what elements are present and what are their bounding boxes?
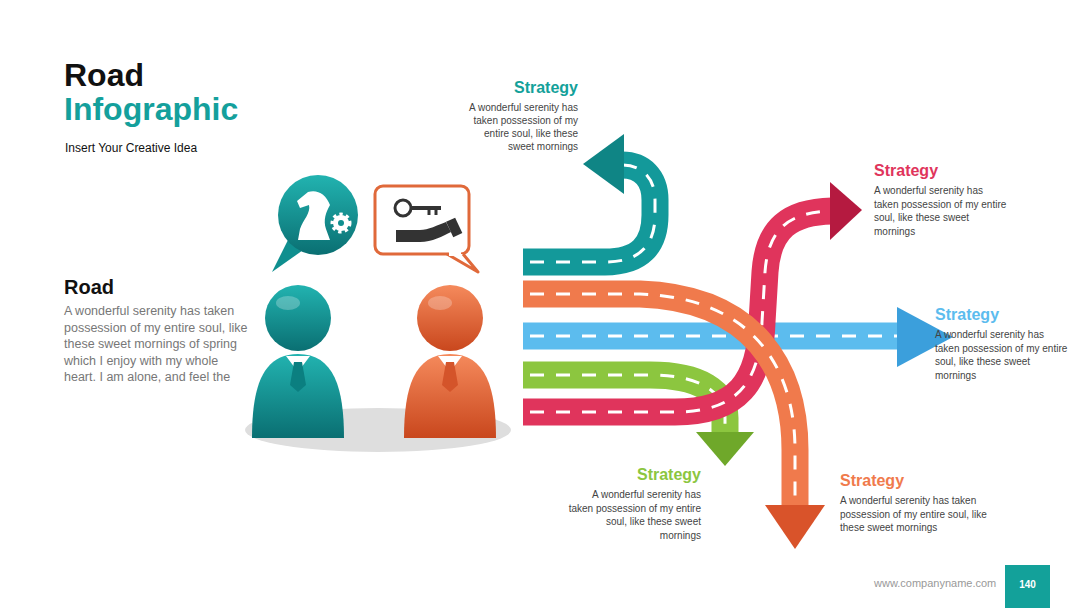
subtitle: Insert Your Creative Idea <box>65 141 197 155</box>
gear-hole <box>338 220 344 226</box>
speech-bubble <box>375 186 469 254</box>
road-arrowhead <box>765 505 825 549</box>
person-head <box>265 285 331 351</box>
person-head <box>417 285 483 351</box>
road-centerline <box>530 335 900 338</box>
head-gloss <box>428 296 452 310</box>
road-arrowhead <box>830 182 862 240</box>
key-icon <box>395 200 411 216</box>
block-heading: Strategy <box>462 78 578 97</box>
block-body: A wonderful serenity has taken possessio… <box>462 101 578 153</box>
gear-icon <box>333 215 349 231</box>
block-heading: Strategy <box>935 305 1070 324</box>
person-body <box>404 354 496 438</box>
road-arrowhead <box>583 134 624 194</box>
block-heading: Road <box>64 276 250 299</box>
road-centerline <box>530 294 795 508</box>
page-number: 140 <box>1005 579 1050 590</box>
head-gloss <box>276 296 300 310</box>
block-body: A wonderful serenity has taken possessio… <box>64 303 250 386</box>
strategy-block: Strategy A wonderful serenity has taken p… <box>462 78 578 153</box>
person-tie <box>290 362 306 392</box>
block-heading: Strategy <box>874 161 1009 180</box>
block-body: A wonderful serenity has taken possessio… <box>840 494 1000 535</box>
strategy-block: Strategy A wonderful serenity has taken p… <box>874 161 1009 238</box>
person-tie <box>442 362 458 392</box>
block-heading: Strategy <box>840 471 1000 490</box>
block-body: A wonderful serenity has taken possessio… <box>568 488 701 542</box>
bubble-tail <box>447 254 478 272</box>
road-band <box>523 165 655 262</box>
intro-block: Road A wonderful serenity has taken posse… <box>64 276 250 386</box>
road-band <box>523 323 900 350</box>
block-body: A wonderful serenity has taken possessio… <box>874 184 1009 238</box>
road-arrowhead <box>696 432 754 466</box>
footer-url: www.companyname.com <box>874 577 996 589</box>
block-body: A wonderful serenity has taken possessio… <box>935 328 1070 382</box>
block-heading: Strategy <box>568 465 701 484</box>
slide-title: Road Infographic <box>64 58 279 126</box>
key-tooth <box>428 208 431 215</box>
strategy-block: Strategy A wonderful serenity has taken p… <box>840 471 1000 535</box>
road-band <box>523 294 795 508</box>
key-tooth <box>435 208 438 215</box>
speech-bubble <box>278 175 358 255</box>
strategy-block: Strategy A wonderful serenity has taken p… <box>935 305 1070 382</box>
page-number-box <box>1005 565 1050 608</box>
chess-knight-icon <box>297 191 330 240</box>
strategy-block: Strategy A wonderful serenity has taken p… <box>568 465 701 542</box>
hand-icon <box>396 222 451 242</box>
person-body <box>252 354 344 438</box>
bubble-tail-join <box>449 252 461 256</box>
hand-cuff <box>446 218 462 238</box>
road-centerline <box>530 165 655 262</box>
